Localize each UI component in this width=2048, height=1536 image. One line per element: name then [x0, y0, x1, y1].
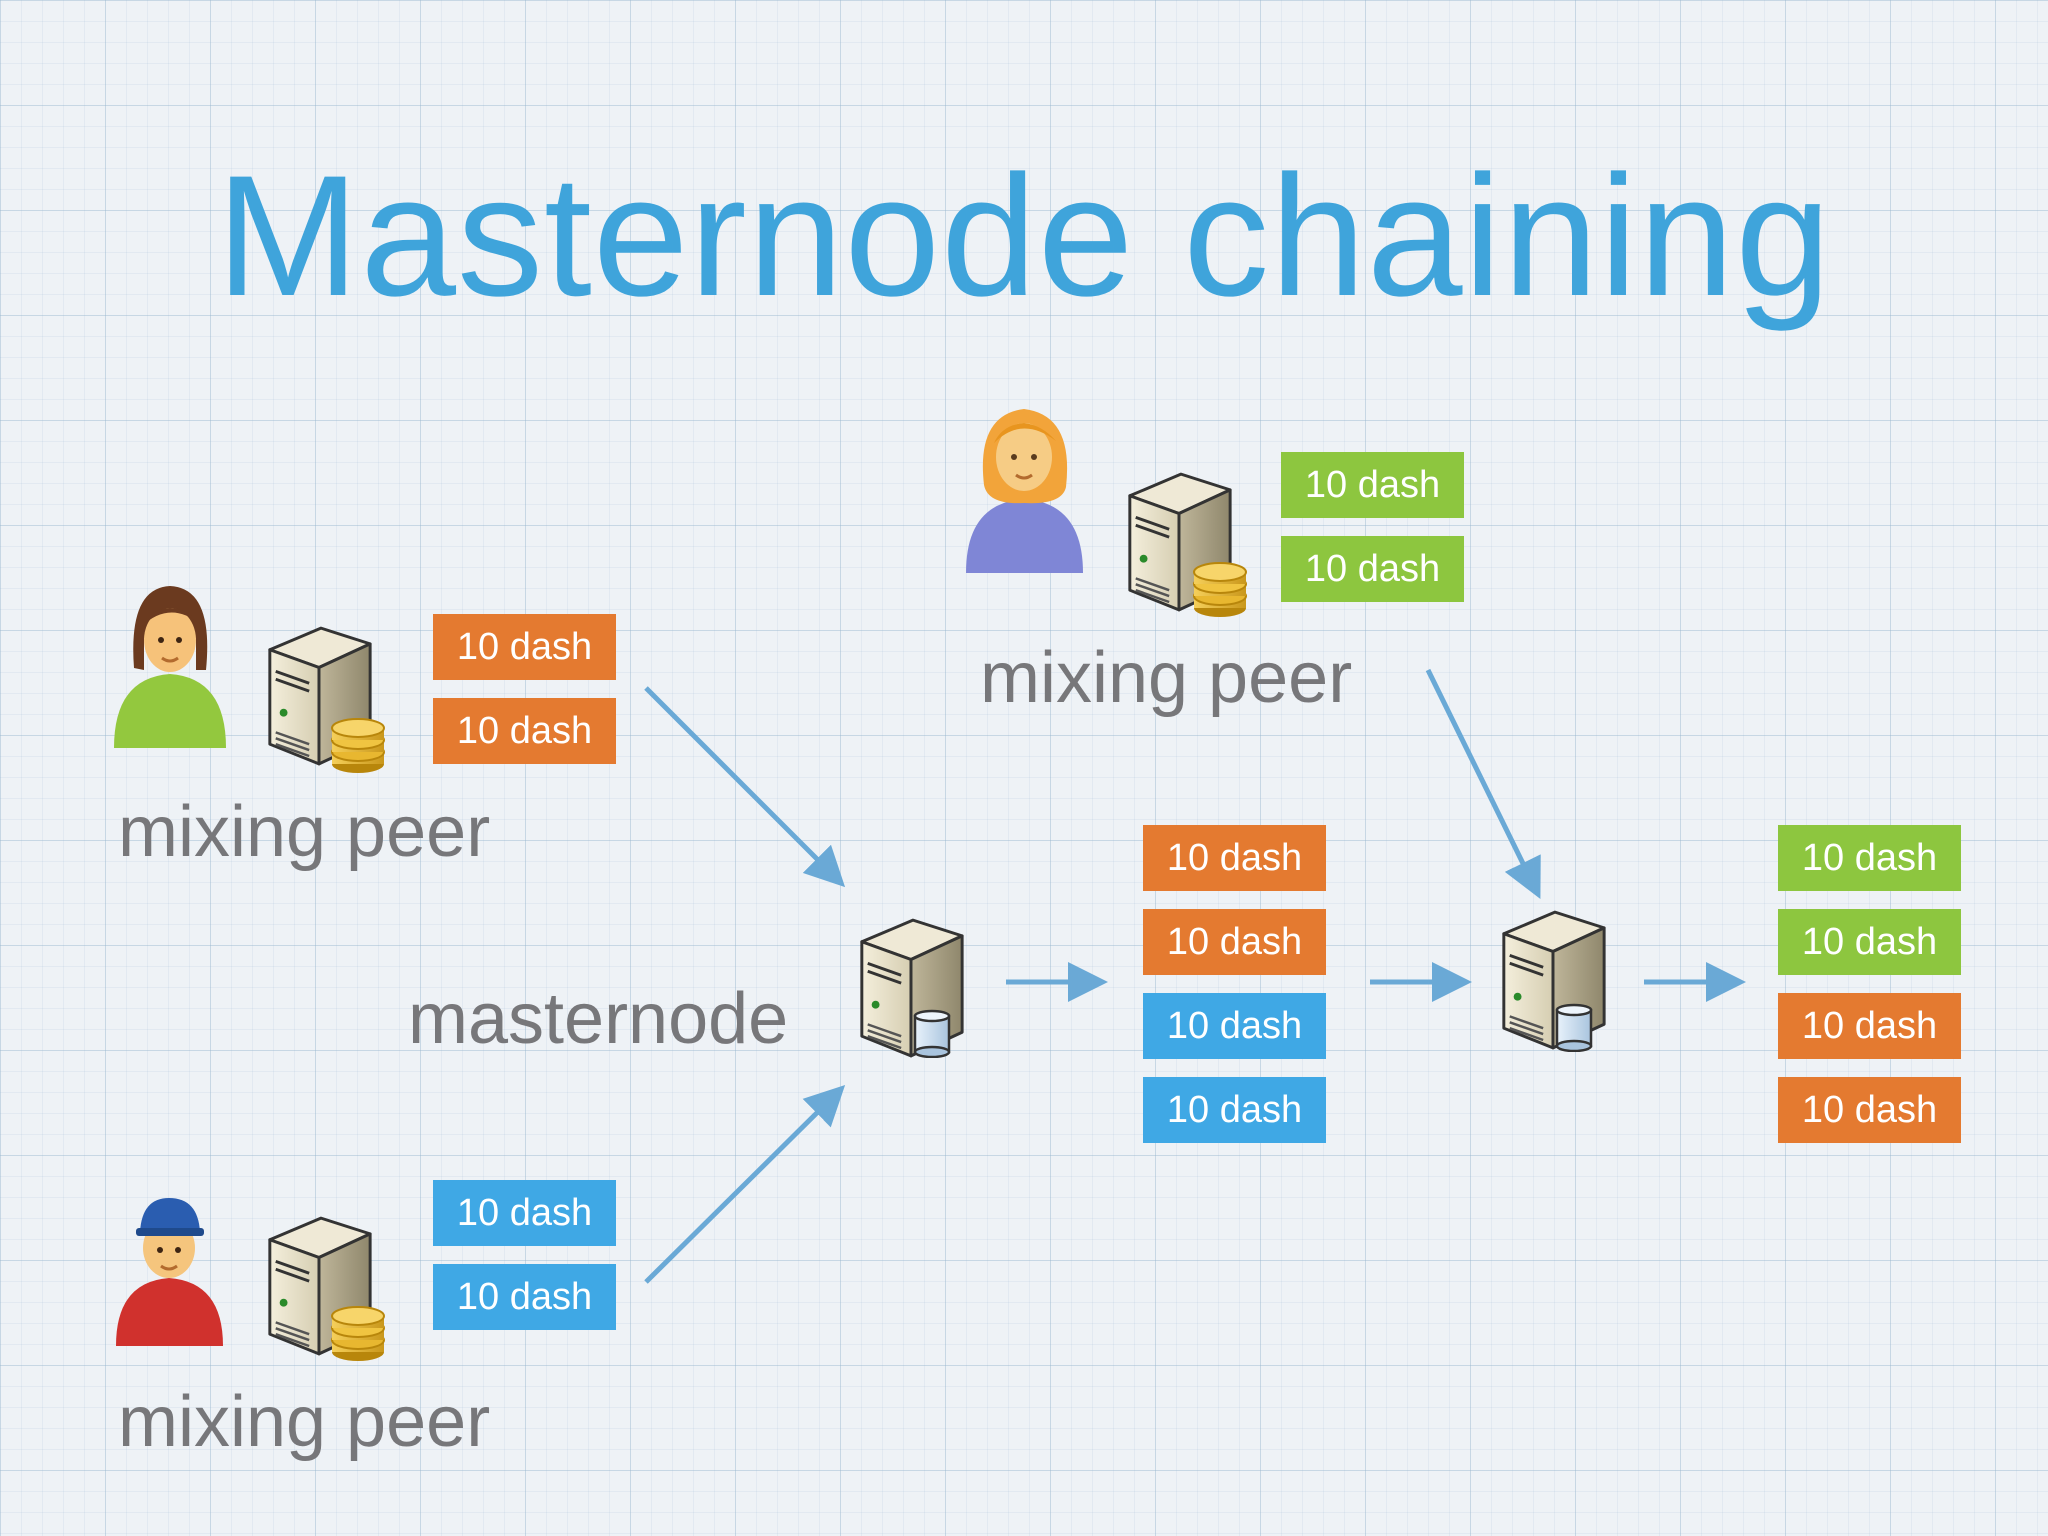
coin-peer-bottom-1: 10 dash [433, 1180, 616, 1246]
coin-peer-left-1: 10 dash [433, 614, 616, 680]
coin-round1-3: 10 dash [1143, 993, 1326, 1059]
peer-top-label: mixing peer [980, 638, 1353, 718]
coin-round2-4: 10 dash [1778, 1077, 1961, 1143]
man-cap-user-icon [116, 1198, 223, 1346]
coin-peer-bottom-2: 10 dash [433, 1264, 616, 1330]
woman-blonde-user-icon [966, 409, 1083, 573]
arrow-top-peer-to-masternode2 [1425, 668, 1541, 899]
arrow-left-peer-to-masternode [644, 686, 846, 888]
coin-round2-2: 10 dash [1778, 909, 1961, 975]
coin-round1-2: 10 dash [1143, 909, 1326, 975]
woman-green-user-icon [114, 586, 226, 748]
page-title: Masternode chaining [216, 140, 1832, 332]
coin-round2-3: 10 dash [1778, 993, 1961, 1059]
arrow-bottom-peer-to-masternode [644, 1084, 846, 1284]
coin-peer-top-1: 10 dash [1281, 452, 1464, 518]
peer-left-label: mixing peer [118, 792, 491, 872]
coin-round2-1: 10 dash [1778, 825, 1961, 891]
masternode-label: masternode [408, 979, 789, 1059]
peer-bottom-label: mixing peer [118, 1382, 491, 1462]
coin-peer-left-2: 10 dash [433, 698, 616, 764]
coin-round1-1: 10 dash [1143, 825, 1326, 891]
coin-round1-4: 10 dash [1143, 1077, 1326, 1143]
coin-peer-top-2: 10 dash [1281, 536, 1464, 602]
